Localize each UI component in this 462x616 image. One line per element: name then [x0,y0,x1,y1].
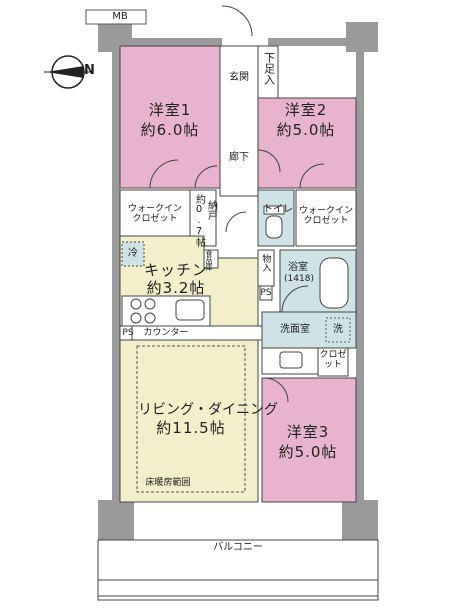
bath-label: 浴室 [288,262,308,273]
walls [98,22,378,540]
living-dining-size: 約11.5帖 [156,419,226,437]
western-room-3-name: 洋室3 [286,423,330,441]
balcony-area [97,539,379,601]
floor-heating-label: 床暖房範囲 [145,478,191,488]
western-room-2-size: 約5.0帖 [276,121,336,139]
storage-size-label: 約0.7帖 [193,194,205,247]
mb-label: MB [112,11,128,22]
pantry-label: 食品庫 [205,250,214,271]
western-room-3-area [261,377,357,503]
shoe-storage-label: 下足入 [262,52,276,85]
kitchen-name: キッチン [144,261,209,279]
washroom-label: 洗面室 [280,324,310,335]
storage-label: 納戸 [205,200,217,220]
closet-label: クロゼット [319,350,347,371]
western-room-1-name: 洋室1 [148,101,192,119]
counter-label: カウンター [143,328,189,338]
kitchen-size: 約3.2帖 [146,279,206,297]
toilet-label: トイレ [263,204,293,215]
balcony-label: バルコニー [213,542,263,553]
western-room-3-size: 約5.0帖 [278,443,338,461]
western-room-2-name: 洋室2 [284,101,328,119]
washing-machine-label: 洗 [333,324,343,335]
entrance-label: 玄関 [229,72,249,83]
walk-in-closet-2-label: ウォークイン クロゼット [298,206,353,227]
western-room-1-size: 約6.0帖 [140,121,200,139]
storage-small-label: 物入 [260,254,271,272]
ps-label-2: PS [260,288,272,298]
walk-in-closet-1-label: ウォークイン クロゼット [127,204,182,225]
western-room-2-area [257,97,357,189]
north-label: N [84,63,95,78]
ps-label-1: PS [122,328,134,338]
compass-icon [44,55,90,89]
refrigerator-label: 冷 [128,248,138,259]
bath-size-label: (1418) [284,274,314,284]
living-dining-name: リビング・ダイニング [138,402,278,418]
hallway-label: 廊下 [229,152,249,163]
western-room-1-area [119,45,221,189]
